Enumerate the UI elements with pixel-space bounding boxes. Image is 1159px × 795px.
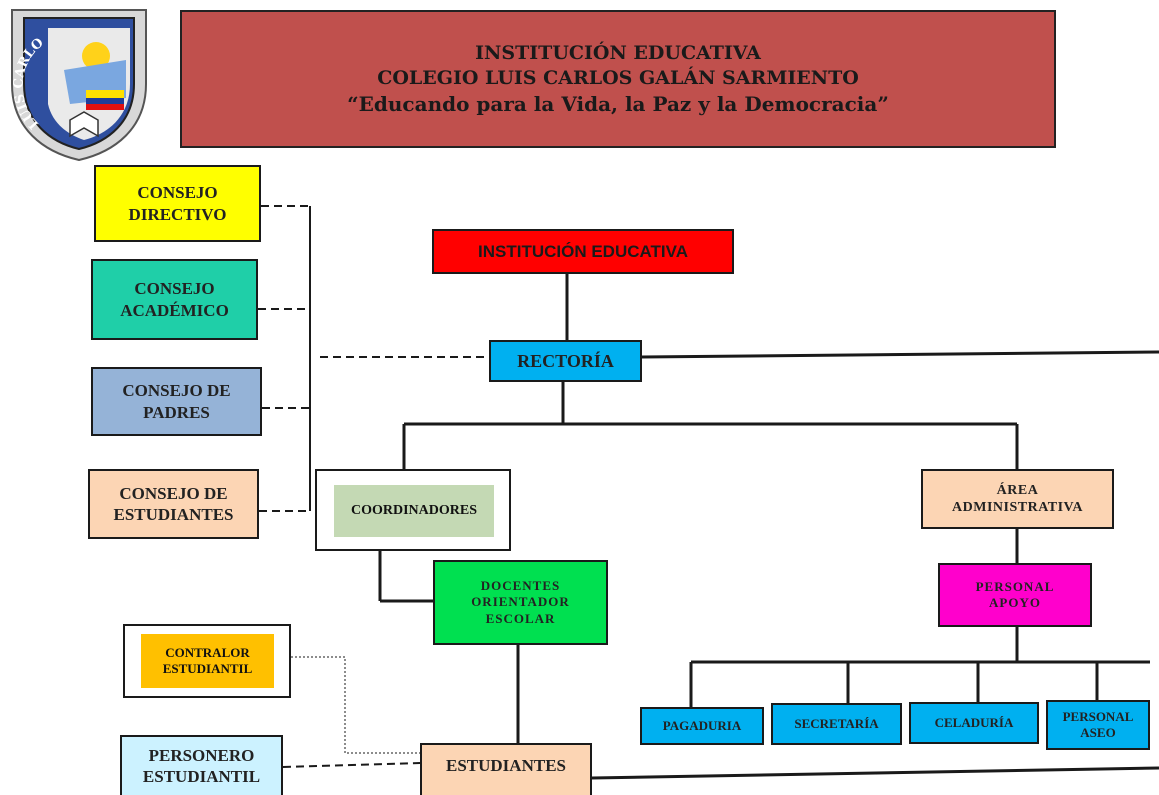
consejo-academico-box: CONSEJO ACADÉMICO	[91, 259, 258, 340]
school-logo: LUIS CARLOS GALAN S.	[0, 0, 154, 162]
contralor-line2: ESTUDIANTIL	[162, 661, 253, 676]
personero-line2: ESTUDIANTIL	[142, 767, 261, 786]
header-banner: INSTITUCIÓN EDUCATIVA COLEGIO LUIS CARLO…	[180, 10, 1056, 148]
personal-aseo-line2: ASEO	[1080, 725, 1116, 740]
personal-apoyo-line2: APOYO	[989, 595, 1041, 610]
docentes-line2: ORIENTADOR	[471, 594, 570, 610]
rectoria-label: RECTORÍA	[517, 350, 614, 371]
secretaria-box: SECRETARÍA	[771, 703, 902, 745]
consejo-directivo-box: CONSEJO DIRECTIVO	[94, 165, 261, 242]
contralor-line1: CONTRALOR	[165, 645, 250, 661]
celaduria-box: CELADURÍA	[909, 702, 1039, 744]
area-administrativa-line1: ÁREA	[996, 482, 1039, 498]
institucion-educativa-label: INSTITUCIÓN EDUCATIVA	[478, 241, 688, 261]
secretaria-label: SECRETARÍA	[794, 715, 879, 731]
consejo-directivo-line2: DIRECTIVO	[128, 204, 227, 224]
consejo-academico-line1: CONSEJO	[134, 279, 215, 299]
consejo-estudiantes-box: CONSEJO DE ESTUDIANTES	[88, 469, 259, 539]
coordinadores-label: COORDINADORES	[350, 503, 477, 518]
area-administrativa-line2: ADMINISTRATIVA	[952, 500, 1083, 515]
consejo-estudiantes-line2: ESTUDIANTES	[113, 505, 234, 524]
personal-apoyo-box: PERSONAL APOYO	[938, 563, 1092, 627]
consejo-directivo-line1: CONSEJO	[137, 183, 218, 203]
celaduria-label: CELADURÍA	[934, 714, 1014, 730]
coordinadores-box: COORDINADORES	[334, 485, 494, 537]
header-line-3: “Educando para la Vida, la Paz y la Demo…	[347, 91, 889, 116]
estudiantes-box: ESTUDIANTES	[420, 743, 592, 795]
personal-apoyo-line1: PERSONAL	[975, 578, 1055, 594]
area-administrativa-box: ÁREA ADMINISTRATIVA	[921, 469, 1114, 529]
docentes-line3: ESCOLAR	[485, 610, 556, 626]
docentes-line1: DOCENTES	[480, 578, 561, 594]
estudiantes-label: ESTUDIANTES	[446, 756, 566, 775]
rectoria-box: RECTORÍA	[489, 340, 642, 382]
personal-aseo-box: PERSONAL ASEO	[1046, 700, 1150, 750]
consejo-academico-line2: ACADÉMICO	[120, 300, 229, 320]
institucion-educativa-box: INSTITUCIÓN EDUCATIVA	[432, 229, 734, 274]
pagaduria-label: PAGADURIA	[662, 717, 742, 733]
header-line-1: INSTITUCIÓN EDUCATIVA	[475, 42, 761, 65]
pagaduria-box: PAGADURIA	[640, 707, 764, 745]
consejo-estudiantes-line1: CONSEJO DE	[119, 483, 228, 503]
docentes-box: DOCENTES ORIENTADOR ESCOLAR	[433, 560, 608, 645]
personero-line1: PERSONERO	[148, 745, 255, 765]
consejo-padres-line2: PADRES	[143, 402, 210, 422]
header-line-2: COLEGIO LUIS CARLOS GALÁN SARMIENTO	[377, 67, 859, 89]
contralor-box: CONTRALOR ESTUDIANTIL	[141, 634, 274, 688]
consejo-padres-line1: CONSEJO DE	[122, 381, 231, 401]
consejo-padres-box: CONSEJO DE PADRES	[91, 367, 262, 436]
personero-box: PERSONERO ESTUDIANTIL	[120, 735, 283, 795]
personal-aseo-line1: PERSONAL	[1062, 708, 1134, 724]
